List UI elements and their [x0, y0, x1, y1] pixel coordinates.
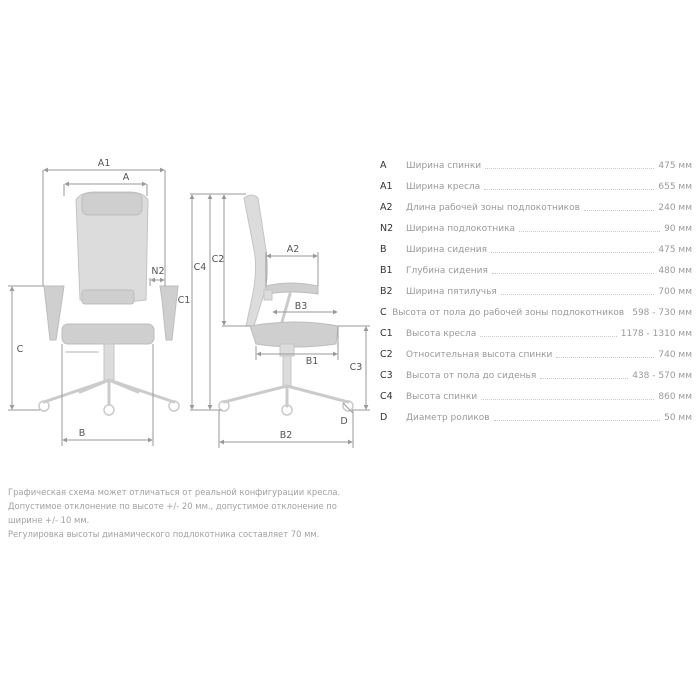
spec-code: C1	[380, 328, 393, 339]
spec-row: N2 Ширина подлокотника 90 мм	[380, 218, 692, 239]
spec-name: Длина рабочей зоны подлокотников	[406, 202, 582, 213]
label-B: B	[79, 428, 86, 439]
spec-code: C2	[380, 349, 393, 360]
side-dimensions: C4 C1 C2 A2 B3 B1 C3 D B2	[178, 193, 370, 448]
spec-value: 90 мм	[664, 223, 692, 234]
label-A: A	[123, 172, 130, 183]
spec-row: A1 Ширина кресла 655 мм	[380, 176, 692, 197]
label-A1: A1	[98, 158, 111, 169]
spec-code: A2	[380, 202, 393, 213]
spec-name: Высота спинки	[406, 391, 480, 402]
note-armrest-adjust: Регулировка высоты динамического подлоко…	[8, 529, 320, 539]
spec-leader-dots	[491, 246, 655, 253]
spec-leader-dots	[500, 288, 655, 295]
spec-row: D Диаметр роликов 50 мм	[380, 407, 692, 428]
label-C: C	[17, 344, 24, 355]
spec-row: C4 Высота спинки 860 мм	[380, 386, 692, 407]
spec-value: 475 мм	[658, 160, 692, 171]
label-A2: A2	[287, 244, 300, 255]
spec-value: 740 мм	[658, 349, 692, 360]
spec-leader-dots	[493, 414, 661, 421]
chair-side-view	[218, 194, 354, 416]
spec-row: C2 Относительная высота спинки 740 мм	[380, 344, 692, 365]
spec-value: 475 мм	[658, 244, 692, 255]
spec-name: Ширина кресла	[406, 181, 483, 192]
spec-code: A	[380, 160, 387, 171]
spec-value: 655 мм	[658, 181, 692, 192]
spec-leader-dots	[484, 183, 655, 190]
spec-code: B	[380, 244, 387, 255]
spec-name: Глубина сидения	[406, 265, 490, 276]
label-D: D	[340, 416, 347, 427]
spec-code: C3	[380, 370, 393, 381]
spec-leader-dots	[540, 372, 629, 379]
spec-row: C Высота от пола до рабочей зоны подлокот…	[380, 302, 692, 323]
spec-leader-dots	[519, 225, 661, 232]
notes: Графическая схема может отличаться от ре…	[8, 485, 353, 541]
spec-code: A1	[380, 181, 393, 192]
spec-value: 700 мм	[658, 286, 692, 297]
spec-leader-dots	[583, 204, 655, 211]
spec-value: 1178 - 1310 мм	[620, 328, 692, 339]
spec-leader-dots	[480, 330, 617, 337]
spec-name: Высота от пола до рабочей зоны подлокотн…	[392, 307, 627, 318]
chair-front-view	[38, 191, 180, 416]
spec-value: 598 - 730 мм	[632, 307, 692, 318]
spec-row: B1 Глубина сидения 480 мм	[380, 260, 692, 281]
note-tolerance: Допустимое отклонение по высоте +/- 20 м…	[8, 501, 337, 525]
spec-code: B2	[380, 286, 393, 297]
spec-name: Высота кресла	[406, 328, 479, 339]
spec-name: Относительная высота спинки	[406, 349, 555, 360]
spec-code: D	[380, 412, 388, 423]
spec-name: Ширина спинки	[406, 160, 484, 171]
spec-row: A Ширина спинки 475 мм	[380, 155, 692, 176]
spec-code: C	[380, 307, 387, 318]
label-B1: B1	[306, 356, 319, 367]
label-N2: N2	[151, 266, 164, 277]
spec-name: Ширина подлокотника	[406, 223, 518, 234]
label-B2: B2	[280, 430, 293, 441]
spec-value: 240 мм	[658, 202, 692, 213]
label-C1: C1	[178, 295, 191, 306]
spec-leader-dots	[481, 393, 655, 400]
spec-leader-dots	[491, 267, 655, 274]
spec-name: Ширина сидения	[406, 244, 489, 255]
spec-name: Высота от пола до сиденья	[406, 370, 539, 381]
spec-code: B1	[380, 265, 393, 276]
spec-name: Ширина пятилучья	[406, 286, 499, 297]
spec-row: C3 Высота от пола до сиденья 438 - 570 мм	[380, 365, 692, 386]
spec-leader-dots	[556, 351, 655, 358]
spec-table: A Ширина спинки 475 мм A1 Ширина кресла 655 м…	[380, 155, 692, 428]
front-dimensions: A1 A N2 C B	[8, 158, 166, 446]
spec-row: C1 Высота кресла 1178 - 1310 мм	[380, 323, 692, 344]
label-C2: C2	[212, 254, 225, 265]
label-C4: C4	[194, 262, 207, 273]
spec-leader-dots	[485, 162, 655, 169]
note-config: Графическая схема может отличаться от ре…	[8, 487, 341, 497]
label-C3: C3	[350, 362, 363, 373]
spec-name: Диаметр роликов	[406, 412, 492, 423]
spec-code: C4	[380, 391, 393, 402]
spec-row: B Ширина сидения 475 мм	[380, 239, 692, 260]
label-B3: B3	[295, 301, 308, 312]
spec-value: 438 - 570 мм	[632, 370, 692, 381]
spec-code: N2	[380, 223, 394, 234]
spec-row: A2 Длина рабочей зоны подлокотников 240 мм	[380, 197, 692, 218]
spec-value: 860 мм	[658, 391, 692, 402]
spec-value: 480 мм	[658, 265, 692, 276]
spec-value: 50 мм	[664, 412, 692, 423]
spec-row: B2 Ширина пятилучья 700 мм	[380, 281, 692, 302]
